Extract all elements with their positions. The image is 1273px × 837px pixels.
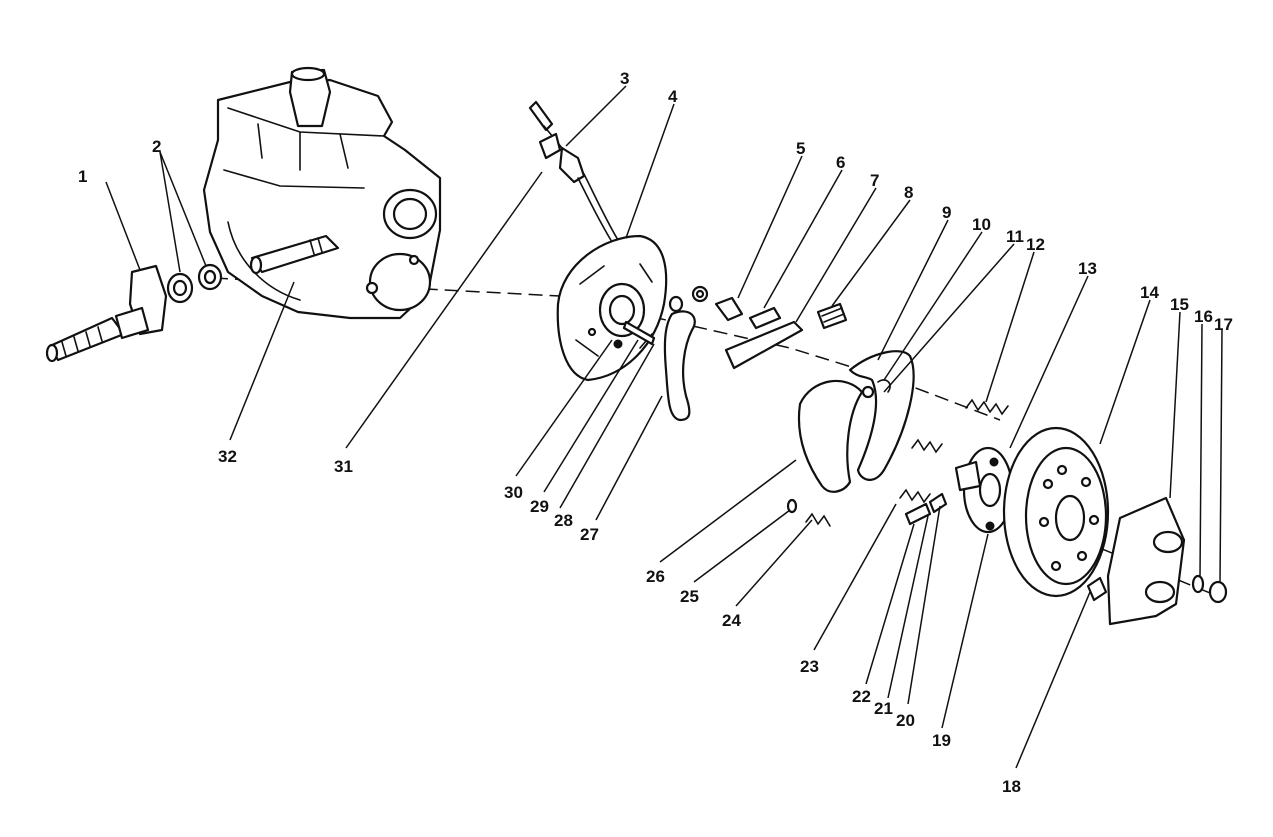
callout-20: 20 — [896, 711, 915, 730]
callout-27: 27 — [580, 525, 599, 544]
callout-13: 13 — [1078, 259, 1097, 278]
axle-shaft — [249, 234, 340, 275]
callout-23: 23 — [800, 657, 819, 676]
callout-7: 7 — [870, 171, 879, 190]
brake-lever — [663, 310, 696, 422]
seal-and-nut — [166, 263, 223, 304]
washer-and-nut — [1086, 574, 1228, 604]
callout-29: 29 — [530, 497, 549, 516]
callout-5: 5 — [796, 139, 805, 158]
callout-11: 11 — [1006, 227, 1024, 246]
callout-32: 32 — [218, 447, 237, 466]
brake-backing-plate — [556, 234, 668, 382]
leader-lines — [105, 85, 1223, 769]
callout-8: 8 — [904, 183, 913, 202]
callout-25: 25 — [680, 587, 699, 606]
brake-shoe-lower — [797, 379, 864, 493]
callout-21: 21 — [874, 699, 893, 718]
callout-10: 10 — [972, 215, 991, 234]
callout-16: 16 — [1194, 307, 1213, 326]
callout-1: 1 — [78, 167, 87, 186]
mounting-bracket — [1106, 496, 1186, 626]
springs — [786, 398, 1009, 527]
callout-31: 31 — [334, 457, 353, 476]
transmission-housing — [202, 66, 442, 320]
callout-28: 28 — [554, 511, 573, 530]
callout-9: 9 — [942, 203, 951, 222]
adjuster-small-parts — [668, 285, 848, 370]
callout-18: 18 — [1002, 777, 1021, 796]
callout-30: 30 — [504, 483, 523, 502]
callout-19: 19 — [932, 731, 951, 750]
callout-17: 17 — [1214, 315, 1233, 334]
brake-cable — [528, 100, 619, 243]
callout-24: 24 — [722, 611, 741, 630]
callout-3: 3 — [620, 69, 629, 88]
callout-12: 12 — [1026, 235, 1045, 254]
callout-4: 4 — [668, 87, 678, 106]
callout-26: 26 — [646, 567, 665, 586]
wheel-hub — [954, 446, 1014, 534]
callout-14: 14 — [1140, 283, 1159, 302]
brake-drum — [1002, 426, 1110, 598]
callout-labels: 1 2 3 4 5 6 7 8 9 10 11 12 13 14 15 16 1… — [78, 69, 1233, 796]
callout-15: 15 — [1170, 295, 1189, 314]
callout-2: 2 — [152, 137, 161, 156]
flange-stud-part — [45, 264, 168, 363]
callout-22: 22 — [852, 687, 871, 706]
brake-shoe-upper — [848, 350, 915, 481]
hold-down-pins — [904, 492, 948, 526]
callout-6: 6 — [836, 153, 845, 172]
